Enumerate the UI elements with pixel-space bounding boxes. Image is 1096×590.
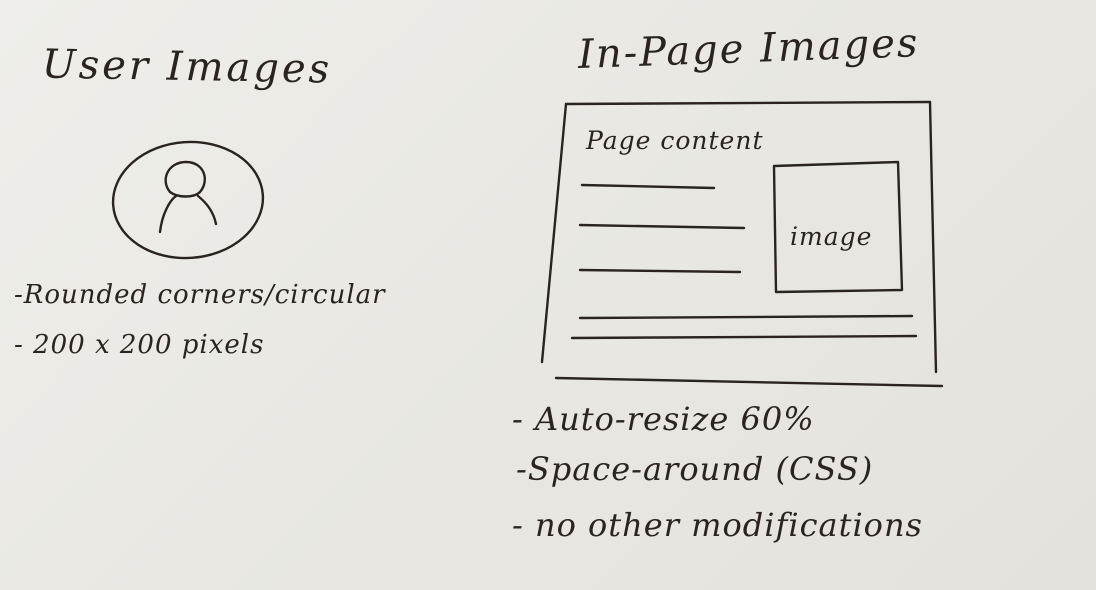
in-page-note-resize: - Auto-resize 60% (512, 400, 815, 438)
page-frame (540, 100, 944, 388)
user-avatar-icon (158, 160, 218, 234)
in-page-note-no-modifications: - no other modifications (512, 506, 923, 544)
image-box (772, 160, 904, 294)
user-note-size: - 200 x 200 pixels (14, 330, 265, 360)
user-note-rounded: -Rounded corners/circular (14, 280, 386, 310)
page-text-lines (570, 183, 918, 340)
image-label: image (790, 222, 873, 251)
avatar-circle (111, 140, 265, 260)
user-images-title: User Images (41, 41, 333, 93)
page-content-label: Page content (586, 126, 764, 155)
in-page-note-space-around: -Space-around (CSS) (516, 450, 874, 488)
